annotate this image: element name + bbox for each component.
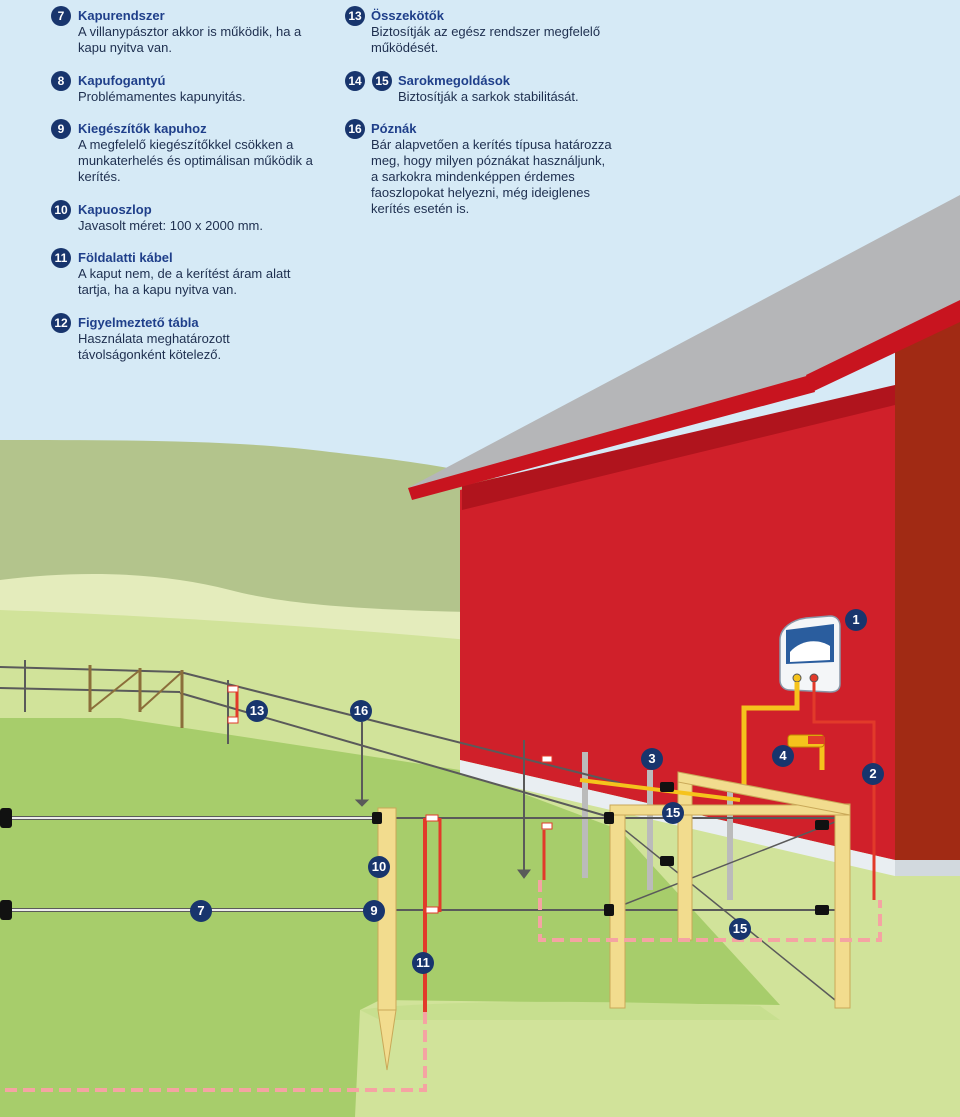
barn-roof xyxy=(408,195,960,488)
legend-title: Földalatti kábel xyxy=(78,250,173,265)
yellow-feed-cable xyxy=(741,682,800,790)
legend-description-line: A kaput nem, de a kerítést áram alatt xyxy=(78,266,291,281)
roof-fascia xyxy=(408,375,815,500)
legend-number-badge: 10 xyxy=(51,200,71,220)
legend-number-badge: 16 xyxy=(345,119,365,139)
legend-description-line: Problémamentes kapunyitás. xyxy=(78,89,246,104)
red-ground-cable xyxy=(812,682,876,900)
insulator-icon xyxy=(227,685,553,880)
energizer-icon xyxy=(779,615,841,693)
legend-number-badge: 15 xyxy=(372,71,392,91)
legend-description-line: kapu nyitva van. xyxy=(78,40,172,55)
legend-description-line: Biztosítják a sarkok stabilitását. xyxy=(398,89,579,104)
legend-title: Figyelmeztető tábla xyxy=(78,315,199,330)
callout-badge: 11 xyxy=(412,952,434,974)
legend-description-line: meg, hogy milyen póznákat használjunk, xyxy=(371,153,606,168)
legend-number-badge: 8 xyxy=(51,71,71,91)
path-strip xyxy=(360,1001,780,1020)
legend-description-line: Bár alapvetően a kerítés típusa határozz… xyxy=(371,137,612,152)
legend-title: Sarokmegoldások xyxy=(398,73,510,88)
legend-description-line: kerítés esetén is. xyxy=(371,201,470,216)
callout-badge: 16 xyxy=(350,700,372,722)
legend-description-line: munkaterhelés és optimálisan működik a xyxy=(78,153,313,168)
barn xyxy=(408,195,960,876)
callout-badge: 1 xyxy=(845,609,867,631)
legend-number-badge: 14 xyxy=(345,71,365,91)
gate-handle-icon xyxy=(787,734,825,748)
legend-title: Kapurendszer xyxy=(78,8,165,23)
front-fence xyxy=(0,808,841,1001)
legend-description-line: faoszlopokat helyezni, még ideiglenes xyxy=(371,185,590,200)
legend-number-badge: 11 xyxy=(51,248,71,268)
callout-badge: 7 xyxy=(190,900,212,922)
legend-title: Kiegészítők kapuhoz xyxy=(78,121,207,136)
callout-badge: 2 xyxy=(862,763,884,785)
legend-title: Összekötők xyxy=(371,8,444,23)
legend-description-line: Javasolt méret: 100 x 2000 mm. xyxy=(78,218,263,233)
legend-number-badge: 9 xyxy=(51,119,71,139)
callout-badge: 13 xyxy=(246,700,268,722)
callout-badge: 9 xyxy=(363,900,385,922)
legend-title: Kapufogantyú xyxy=(78,73,166,88)
barn-side-wall xyxy=(895,315,960,860)
callout-badge: 15 xyxy=(729,918,751,940)
legend-description-line: működését. xyxy=(371,40,439,55)
gate-posts xyxy=(377,771,851,1071)
legend-number-badge: 7 xyxy=(51,6,71,26)
callout-badge: 10 xyxy=(368,856,390,878)
legend-number-badge: 12 xyxy=(51,313,71,333)
callout-badge: 3 xyxy=(641,748,663,770)
callout-badge: 15 xyxy=(662,802,684,824)
callout-badge: 4 xyxy=(772,745,794,767)
legend-description-line: Biztosítják az egész rendszer megfelelő xyxy=(371,24,601,39)
legend-description-line: tartja, ha a kapu nyitva van. xyxy=(78,282,237,297)
legend-description-line: távolságonként kötelező. xyxy=(78,347,222,362)
legend-description-line: Használata meghatározott xyxy=(78,331,230,346)
roof-fascia-side xyxy=(806,300,960,392)
legend-number-badge: 13 xyxy=(345,6,365,26)
legend-description-line: kerítés. xyxy=(78,169,121,184)
legend-description-line: A villanypásztor akkor is működik, ha a xyxy=(78,24,302,39)
legend-description-line: a sarkokra mindenképpen érdemes xyxy=(371,169,575,184)
barn-front-wall xyxy=(460,390,895,860)
legend-title: Póznák xyxy=(371,121,417,136)
legend-title: Kapuoszlop xyxy=(78,202,152,217)
legend-description-line: A megfelelő kiegészítőkkel csökken a xyxy=(78,137,294,152)
post-insulators xyxy=(372,782,829,916)
barn-eave-shadow xyxy=(462,385,895,510)
barn-foundation-side xyxy=(895,860,960,876)
